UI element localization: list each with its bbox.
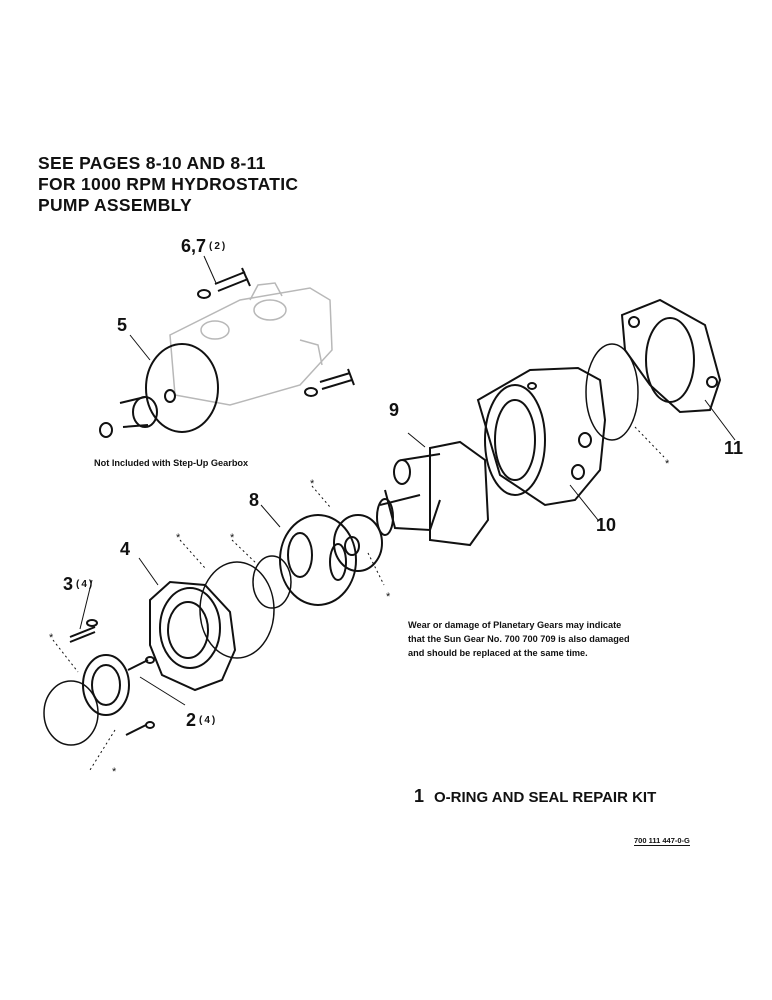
- callout-label: 8: [249, 490, 260, 510]
- kit-number: 1: [414, 786, 425, 806]
- callout-label: 5: [117, 315, 128, 335]
- kit-marker: *: [230, 532, 235, 544]
- reference-heading: SEE PAGES 8-10 AND 8-11 FOR 1000 RPM HYD…: [38, 153, 298, 216]
- gasket-5: [145, 343, 219, 433]
- planetary-carrier-9: [376, 440, 490, 547]
- bolt-6-7: [197, 267, 251, 299]
- callout-label: 2: [186, 710, 197, 730]
- note-line: that the Sun Gear No. 700 700 709 is als…: [408, 634, 630, 644]
- kit-marker: *: [310, 478, 315, 490]
- ring-gear-housing-10: [476, 366, 607, 507]
- callout-8: 8: [249, 490, 259, 511]
- note-line: Wear or damage of Planetary Gears may in…: [408, 620, 622, 630]
- callout-5: 5: [117, 315, 127, 336]
- callout-qty: (4): [199, 715, 218, 726]
- planetary-gear-note: Wear or damage of Planetary Gears may in…: [408, 618, 630, 660]
- kit-marker: *: [386, 591, 391, 603]
- end-cover-11: [620, 298, 722, 414]
- leader-lines: [52, 255, 736, 771]
- callout-qty: (2): [209, 241, 228, 252]
- heading-line: PUMP ASSEMBLY: [38, 195, 192, 215]
- kit-marker: *: [112, 766, 117, 778]
- callout-9: 9: [389, 400, 399, 421]
- o-ring-housing: [585, 343, 639, 441]
- bolt-2: [125, 656, 155, 736]
- callout-label: 6,7: [181, 236, 207, 256]
- callout-11: 11: [724, 438, 743, 459]
- callout-label: 3: [63, 574, 74, 594]
- kit-marker: *: [49, 632, 54, 644]
- splined-coupling: [99, 396, 158, 438]
- callout-label: 10: [596, 515, 617, 535]
- callout-4: 4: [120, 539, 130, 560]
- step-up-note: Not Included with Step-Up Gearbox: [94, 458, 249, 468]
- heading-line: FOR 1000 RPM HYDROSTATIC: [38, 174, 299, 194]
- note-line: and should be replaced at the same time.: [408, 648, 588, 658]
- snap-ring: [252, 555, 292, 609]
- bearing-housing-4: [149, 580, 237, 692]
- repair-kit-label: 1 O-RING AND SEAL REPAIR KIT: [414, 786, 656, 807]
- seal-washer: [333, 514, 383, 572]
- callout-label: 4: [120, 539, 131, 559]
- callout-label: 11: [724, 438, 744, 458]
- callout-2: 2(4): [186, 710, 217, 731]
- drawing-part-number: 700 111 447-0-G: [634, 836, 690, 846]
- bolt-3: [69, 619, 98, 643]
- bearing-8: [279, 514, 357, 606]
- kit-marker: *: [665, 458, 670, 470]
- callout-6-7: 6,7(2): [181, 236, 227, 257]
- kit-text: O-RING AND SEAL REPAIR KIT: [434, 789, 657, 806]
- callout-3: 3(4): [63, 574, 94, 595]
- kit-marker: *: [176, 532, 181, 544]
- callout-10: 10: [596, 515, 616, 536]
- bolt-6-7-lower: [304, 368, 355, 397]
- input-seal: [82, 654, 130, 716]
- callout-qty: (4): [76, 579, 95, 590]
- outer-retaining-ring: [43, 680, 99, 746]
- kit-item-markers: * * * * * * *: [49, 458, 670, 778]
- o-ring-cover: [199, 561, 275, 659]
- callout-label: 9: [389, 400, 400, 420]
- heading-line: SEE PAGES 8-10 AND 8-11: [38, 153, 266, 173]
- hydrostatic-pump-ghost: [169, 282, 333, 406]
